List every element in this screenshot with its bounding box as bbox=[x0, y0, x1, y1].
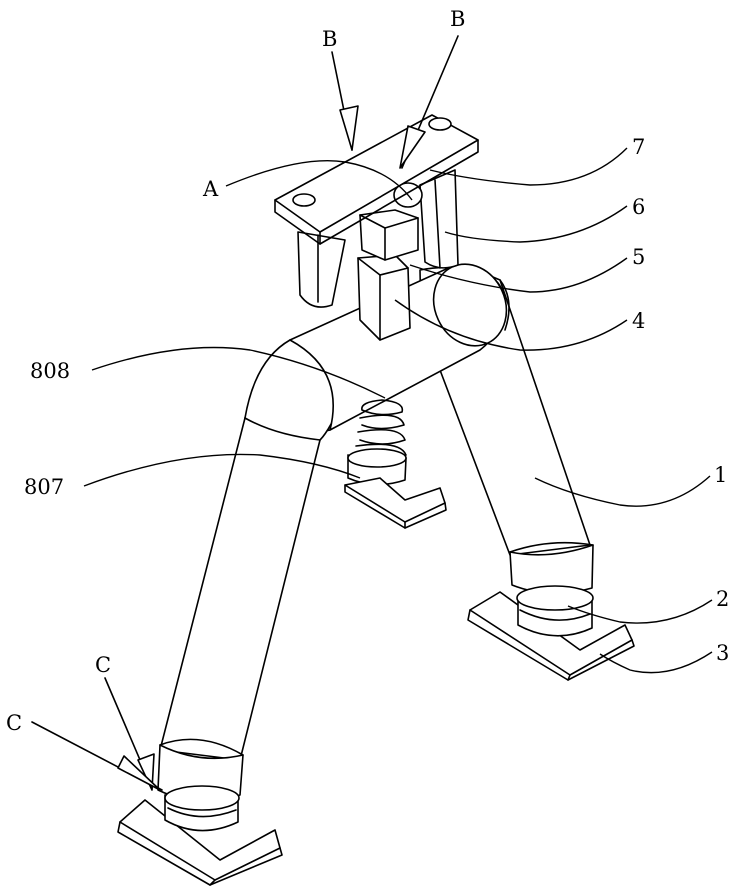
callout-2: 2 bbox=[716, 587, 729, 611]
section-label-b-right: B bbox=[450, 7, 465, 31]
callout-4: 4 bbox=[632, 309, 645, 333]
left-leg bbox=[160, 339, 345, 760]
section-label-c-lower: C bbox=[6, 711, 22, 735]
right-foot bbox=[468, 586, 634, 680]
spring-assembly bbox=[345, 400, 446, 528]
callout-5: 5 bbox=[632, 245, 645, 269]
section-c-arrows bbox=[32, 678, 162, 790]
callout-7: 7 bbox=[632, 135, 645, 159]
callout-808: 808 bbox=[30, 359, 70, 383]
left-foot bbox=[118, 786, 282, 885]
section-label-c-upper: C bbox=[95, 653, 111, 677]
callout-3: 3 bbox=[716, 641, 729, 665]
section-label-b-left: B bbox=[322, 27, 337, 51]
section-label-a: A bbox=[202, 177, 219, 201]
callout-1: 1 bbox=[714, 463, 727, 487]
callout-6: 6 bbox=[632, 195, 645, 219]
callout-807: 807 bbox=[24, 475, 64, 499]
